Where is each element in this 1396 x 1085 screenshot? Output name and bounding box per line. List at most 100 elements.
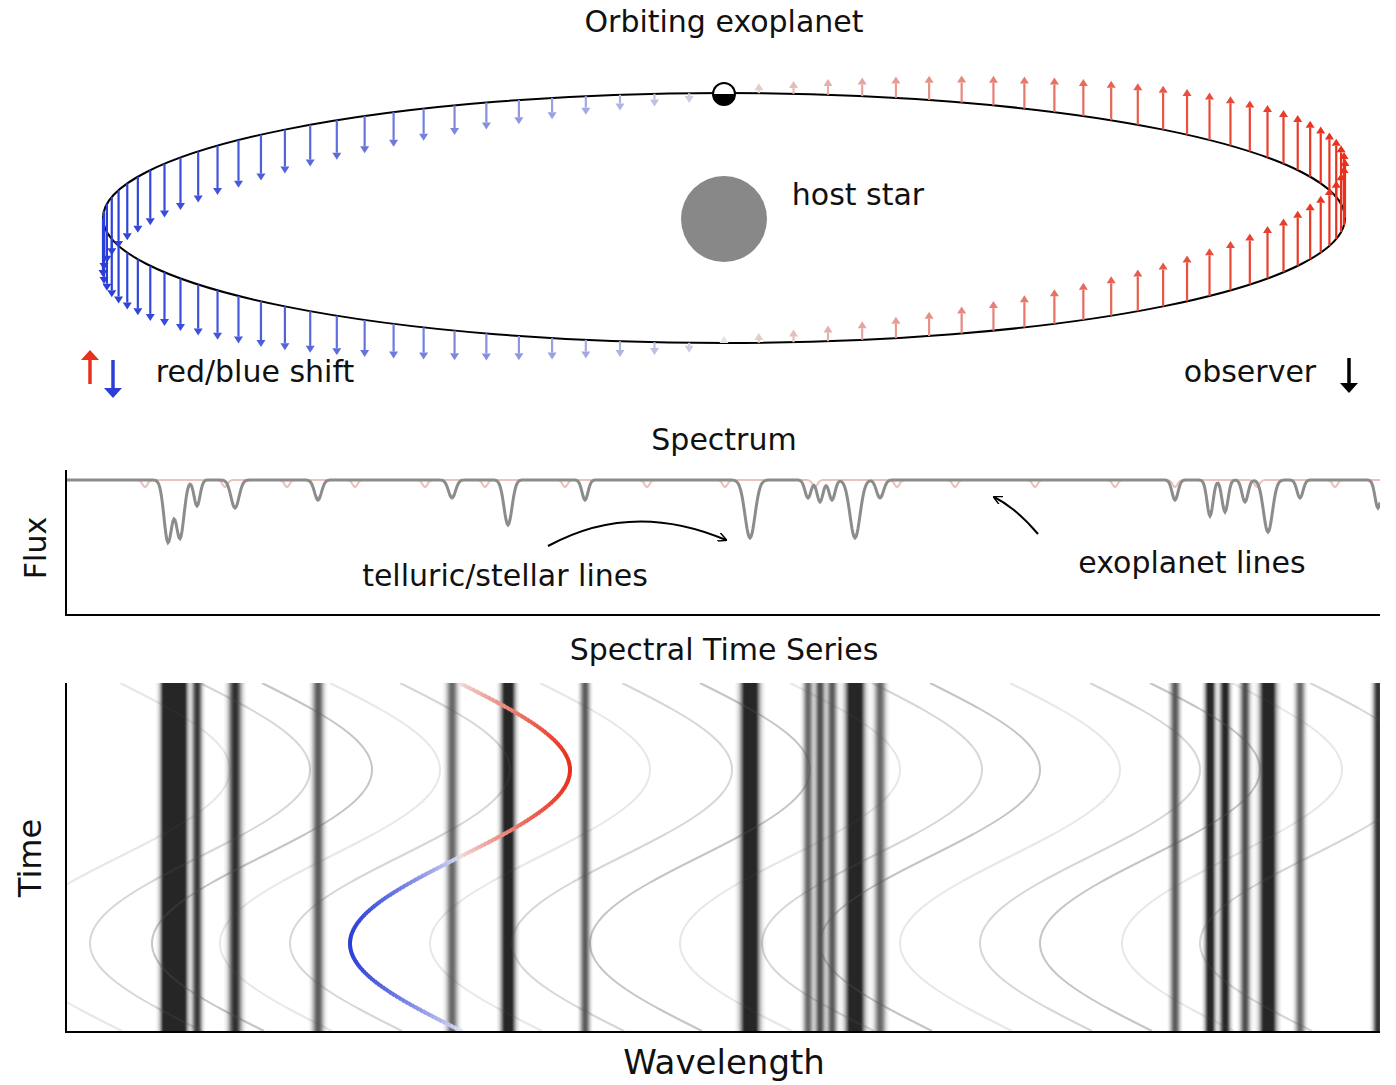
track-segment — [455, 857, 459, 860]
line-column — [229, 683, 230, 1032]
legend-text: red/blue shift — [153, 355, 357, 390]
shift-arrow — [1159, 86, 1168, 130]
arrow-head — [1279, 218, 1288, 225]
line-column — [802, 683, 803, 1032]
arrow-head — [389, 352, 398, 359]
line-column — [848, 683, 849, 1032]
arrow-shaft — [1297, 218, 1299, 266]
arrow-head — [482, 122, 491, 129]
shift-arrow — [332, 316, 341, 355]
line-column — [805, 683, 806, 1032]
line-column — [1375, 683, 1376, 1032]
track-segment — [551, 737, 553, 740]
track-segment — [430, 1015, 434, 1018]
arrow-shaft — [792, 88, 794, 94]
track-segment — [380, 985, 383, 988]
arrow-shaft — [197, 285, 199, 329]
arrow-head — [1316, 126, 1325, 133]
line-column — [234, 683, 235, 1032]
arrow-shaft — [336, 316, 338, 348]
line-column — [184, 683, 185, 1032]
track-segment — [499, 703, 503, 706]
shift-arrow — [891, 317, 900, 338]
leader-arrow — [994, 497, 1038, 534]
line-column — [1258, 683, 1259, 1032]
shift-arrow — [925, 312, 934, 336]
arrow-shaft — [364, 116, 366, 146]
arrow-shaft — [126, 183, 128, 233]
shift-arrow — [306, 125, 315, 167]
line-column — [519, 683, 520, 1032]
arrow-shaft — [619, 95, 621, 104]
line-column — [201, 683, 202, 1032]
arrow-shaft — [585, 96, 587, 108]
line-column — [818, 683, 819, 1032]
track-segment — [401, 999, 404, 1002]
line-column — [228, 683, 229, 1032]
line-column — [859, 683, 860, 1032]
line-column — [853, 683, 854, 1032]
line-column — [1253, 683, 1254, 1032]
line-column — [760, 683, 761, 1032]
line-column — [497, 683, 498, 1032]
shift-arrow — [1340, 152, 1349, 211]
track-segment — [420, 875, 424, 878]
arrow-shaft — [1110, 88, 1112, 120]
arrow-head — [1050, 289, 1059, 296]
line-column — [1280, 683, 1281, 1032]
line-column — [583, 683, 584, 1032]
shift-arrow — [482, 103, 491, 130]
line-column — [224, 683, 225, 1032]
shift-arrow — [176, 158, 185, 211]
line-column — [1218, 683, 1219, 1032]
arrow-head — [332, 153, 341, 160]
track-segment — [416, 1007, 420, 1010]
line-column — [170, 683, 171, 1032]
line-column — [510, 683, 511, 1032]
exoplanet-track — [290, 683, 510, 1031]
line-column — [1270, 683, 1271, 1032]
line-column — [1378, 683, 1379, 1032]
exoplanet-track — [590, 683, 810, 1031]
line-column — [736, 683, 737, 1032]
shift-arrow — [360, 320, 369, 357]
arrow-shaft — [237, 296, 239, 337]
line-column — [1216, 683, 1217, 1032]
arrow-head — [989, 301, 998, 308]
line-column — [316, 683, 317, 1032]
track-segment — [479, 845, 483, 848]
arrow-shaft — [1053, 296, 1055, 324]
shift-arrow — [1050, 289, 1059, 324]
arrow-head — [1159, 263, 1168, 270]
shift-arrow — [858, 321, 867, 340]
track-segment — [368, 909, 370, 912]
line-column — [167, 683, 168, 1032]
track-segment — [416, 877, 420, 880]
line-column — [1263, 683, 1264, 1032]
shift-arrow — [332, 120, 341, 159]
track-segment — [392, 993, 395, 996]
line-column — [1379, 683, 1380, 1032]
shift-arrow — [514, 336, 523, 360]
arrow-shaft — [1229, 103, 1231, 145]
line-column — [498, 683, 499, 1032]
line-column — [858, 683, 859, 1032]
track-segment — [523, 821, 526, 824]
track-segment — [375, 981, 378, 984]
arrow-shaft — [1249, 107, 1251, 151]
track-segment — [443, 863, 447, 866]
line-column — [324, 683, 325, 1032]
line-column — [807, 683, 808, 1032]
line-column — [191, 683, 192, 1032]
line-column — [239, 683, 240, 1032]
line-column — [158, 683, 159, 1032]
line-column — [190, 683, 191, 1032]
line-column — [168, 683, 169, 1032]
exoplanet-track — [980, 683, 1200, 1031]
arrow-head — [306, 346, 315, 353]
shift-arrow — [685, 93, 694, 103]
line-column — [1242, 683, 1243, 1032]
track-segment — [476, 691, 480, 694]
track-segment — [532, 815, 535, 818]
arrow-shaft — [1208, 99, 1210, 140]
